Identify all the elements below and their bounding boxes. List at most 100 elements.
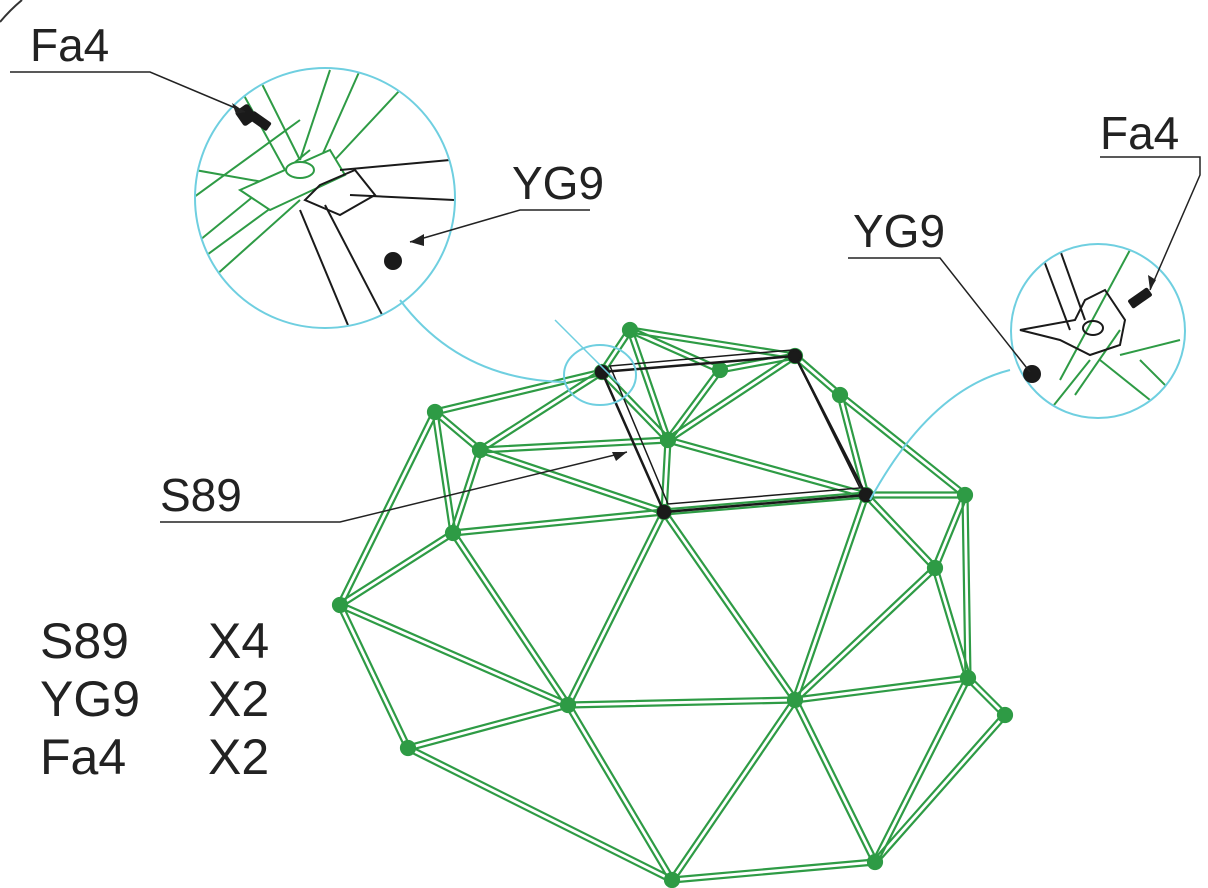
s89-frame-bars — [594, 348, 874, 520]
dome-strut — [836, 394, 865, 497]
connector-right — [869, 369, 1011, 501]
dome-strut — [795, 353, 843, 395]
dome-hub — [444, 524, 462, 542]
dome-strut — [453, 530, 572, 705]
dome-strut — [863, 495, 935, 571]
part-qty: X2 — [208, 671, 270, 727]
dome-strut — [794, 679, 970, 704]
dome-strut — [931, 492, 964, 569]
dome-hub — [559, 696, 577, 714]
dome-strut — [336, 409, 434, 605]
dome-strut — [966, 493, 972, 680]
dome-strut — [569, 702, 676, 880]
dome-strut — [672, 700, 799, 883]
dome-strut — [337, 606, 569, 709]
dome-strut — [841, 393, 870, 496]
dome-strut — [405, 749, 672, 884]
dome-hub — [831, 386, 849, 404]
dome-frame — [331, 321, 1014, 888]
dome-strut — [598, 327, 630, 372]
dome-strut — [337, 529, 453, 604]
dome-hub — [659, 431, 677, 449]
dome-strut — [569, 512, 668, 708]
part-code: Fa4 — [40, 729, 127, 785]
dome-strut — [432, 412, 480, 454]
callout-yg9-right: YG9 — [853, 205, 946, 257]
dome-strut — [792, 356, 840, 398]
dome-strut — [840, 391, 968, 495]
dome-strut — [671, 863, 877, 884]
dome-strut — [478, 436, 669, 449]
parts-list: S89 X4 YG9 X2 Fa4 X2 — [40, 612, 269, 786]
connector-left — [399, 299, 566, 383]
dome-strut — [339, 601, 571, 704]
dome-strut — [626, 329, 667, 442]
dome-hub — [621, 321, 639, 339]
dome-strut — [875, 715, 1008, 865]
dome-strut — [668, 356, 798, 444]
dome-strut — [406, 701, 569, 747]
callout-yg9-left: YG9 — [512, 157, 605, 209]
parts-list-row: YG9 X2 — [40, 670, 269, 728]
dome-strut — [629, 326, 723, 369]
dome-strut — [627, 331, 721, 374]
dome-strut — [602, 330, 634, 375]
dome-strut — [449, 448, 479, 534]
callout-s89: S89 — [160, 469, 242, 521]
parts-list-row: Fa4 X2 — [40, 728, 269, 786]
dome-strut — [663, 496, 868, 516]
dome-strut — [435, 408, 483, 450]
dome-strut — [451, 508, 665, 532]
dome-strut — [341, 602, 412, 749]
leader-lines — [10, 71, 1201, 523]
dome-strut — [796, 697, 879, 862]
dome-strut — [660, 512, 795, 703]
dome-strut — [433, 368, 603, 411]
dome-strut — [479, 441, 670, 454]
dome-hub — [471, 441, 489, 459]
dome-strut — [931, 567, 967, 680]
dome-hub — [399, 739, 417, 757]
dome-strut — [336, 604, 407, 751]
dome-strut — [876, 678, 972, 865]
detail-circle-right — [1010, 243, 1186, 419]
dome-hub — [331, 596, 349, 614]
dome-strut — [792, 565, 935, 700]
part-code: S89 — [40, 613, 129, 669]
dome-strut — [965, 678, 1005, 718]
yg9-nut-left — [384, 252, 402, 270]
dome-strut — [407, 706, 570, 752]
dome-strut — [872, 712, 1005, 862]
callout-fa4-left: Fa4 — [30, 19, 110, 71]
dome-strut — [660, 438, 667, 513]
dome-strut — [668, 697, 795, 880]
dome-strut — [477, 368, 602, 449]
dome-strut — [667, 436, 868, 494]
part-qty: X2 — [208, 729, 270, 785]
page-corner-arc — [0, 0, 23, 23]
dome-strut — [837, 395, 965, 499]
dome-strut — [791, 700, 874, 865]
dome-strut — [436, 410, 457, 534]
dome-strut — [871, 675, 967, 862]
dome-strut — [449, 533, 568, 708]
dome-hub — [711, 361, 729, 379]
callout-fa4-right: Fa4 — [1100, 107, 1180, 159]
dome-strut — [665, 352, 795, 440]
dome-strut — [434, 373, 604, 416]
dome-strut — [866, 492, 938, 568]
dome-strut — [631, 328, 672, 441]
dome-strut — [454, 449, 484, 535]
dome-strut — [628, 331, 796, 360]
dome-strut — [431, 411, 452, 535]
dome-strut — [666, 441, 867, 499]
part-qty: X4 — [208, 613, 270, 669]
dome-hub — [959, 669, 977, 687]
dome-hub — [926, 559, 944, 577]
dome-strut — [662, 491, 867, 511]
dome-strut — [791, 493, 865, 701]
dome-strut — [478, 451, 665, 516]
dome-strut — [564, 705, 671, 883]
dome-strut — [793, 674, 969, 699]
